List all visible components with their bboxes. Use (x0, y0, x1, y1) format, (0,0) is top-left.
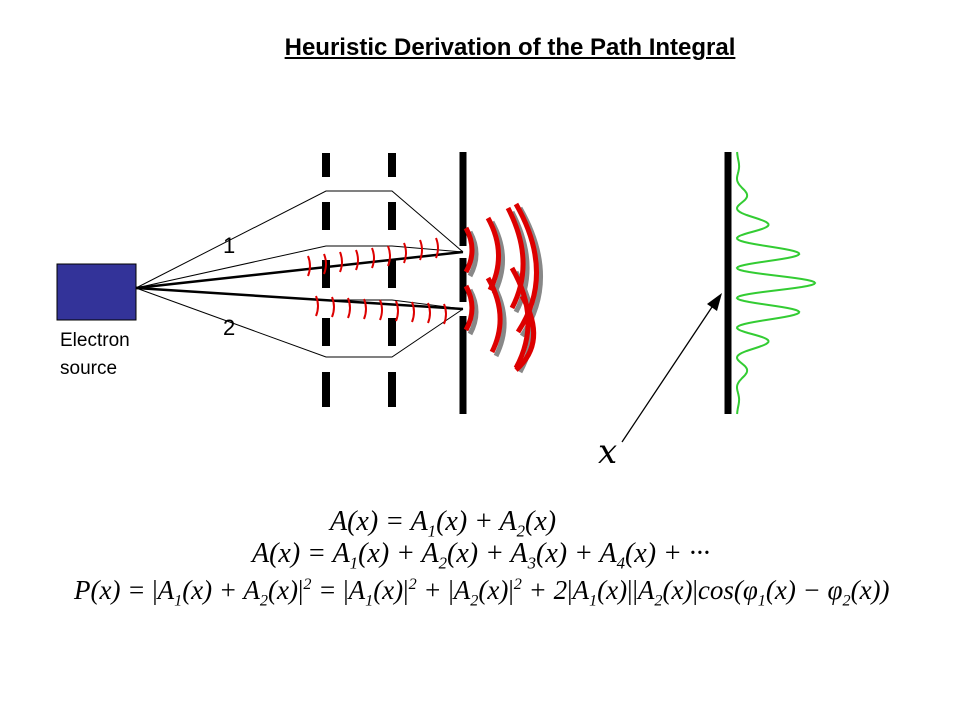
wavefronts-lower (315, 295, 447, 325)
slide-title: Heuristic Derivation of the Path Integra… (284, 34, 736, 61)
equation-two-paths: A(x) = A1(x) + A2(x) (330, 506, 557, 541)
path-1-label: 1 (223, 233, 236, 258)
screen-position-label: x (598, 432, 618, 472)
equation-many-paths: A(x) = A1(x) + A2(x) + A3(x) + A4(x) + ·… (252, 538, 710, 573)
position-arrow (621, 293, 722, 443)
wavefronts-upper (307, 237, 439, 277)
interference-pattern (735, 151, 817, 415)
electron-source-label-line2: source (60, 358, 118, 379)
diffracted-waves (463, 202, 539, 372)
path-2-label: 2 (223, 315, 236, 340)
equation-probability: P(x) = |A1(x) + A2(x)|2 = |A1(x)|2 + |A2… (74, 575, 890, 610)
electron-paths (135, 190, 464, 358)
electron-source-label-line1: Electron (60, 330, 130, 351)
electron-source-box (56, 263, 137, 321)
